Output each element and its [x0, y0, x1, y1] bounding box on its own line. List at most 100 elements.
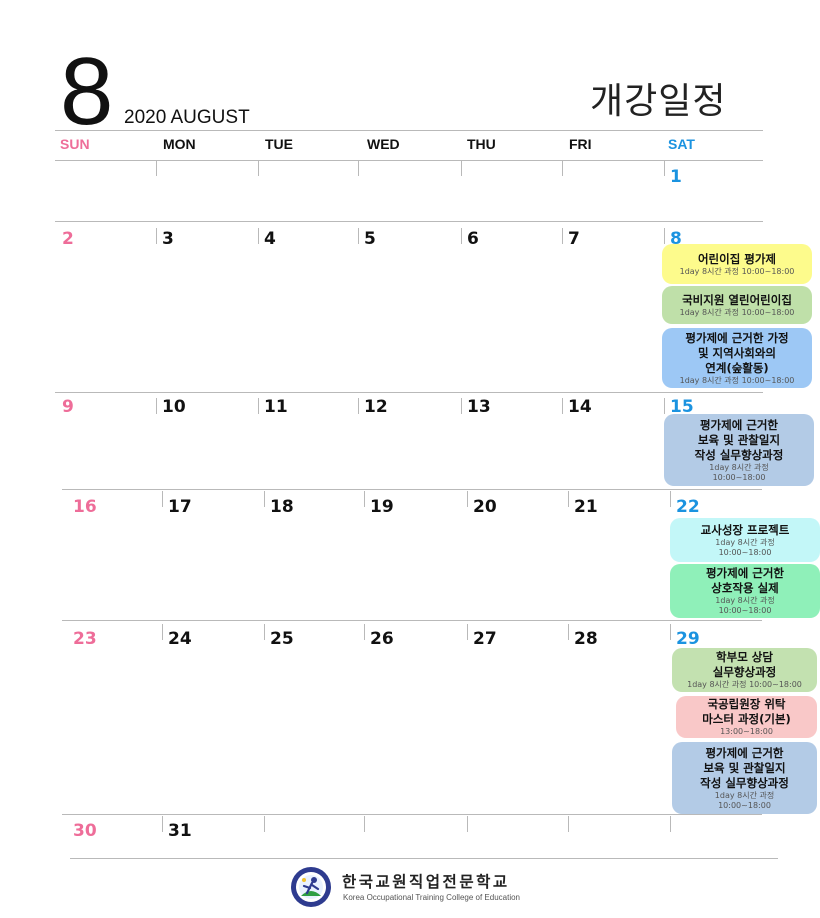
- day-divider: [364, 624, 365, 640]
- date-8: 8: [670, 229, 682, 249]
- event-title: 국비지원 열린어린이집: [682, 292, 792, 307]
- day-divider: [364, 816, 365, 832]
- day-divider: [568, 624, 569, 640]
- day-divider: [670, 624, 671, 640]
- school-emblem-icon: [291, 867, 331, 907]
- date-11: 11: [264, 397, 288, 417]
- weekday-thu: THU: [467, 136, 496, 152]
- day-divider: [461, 398, 462, 414]
- footer-logo: 한국교원직업전문학교 Korea Occupational Training C…: [290, 866, 560, 910]
- event-card[interactable]: 국공립원장 위탁 마스터 과정(기본)13:00~18:00: [676, 696, 817, 738]
- day-divider: [358, 228, 359, 244]
- school-name-english: Korea Occupational Training College of E…: [343, 893, 520, 902]
- day-divider: [461, 160, 462, 176]
- month-subtitle: 2020 AUGUST: [124, 107, 250, 128]
- day-divider: [264, 816, 265, 832]
- event-title: 평가제에 근거한 상호작용 실제: [705, 566, 785, 595]
- week-rule: [55, 221, 763, 222]
- weekday-sat: SAT: [668, 136, 695, 152]
- date-5: 5: [364, 229, 376, 249]
- date-28: 28: [574, 629, 598, 649]
- date-13: 13: [467, 397, 491, 417]
- day-divider: [664, 398, 665, 414]
- day-divider: [364, 491, 365, 507]
- date-30: 30: [73, 821, 97, 841]
- event-schedule: 1day 8시간 과정 10:00~18:00: [709, 462, 769, 482]
- event-title: 평가제에 근거한 보육 및 관찰일지 작성 실무향상과정: [694, 417, 784, 462]
- day-divider: [670, 491, 671, 507]
- week-rule: [62, 814, 762, 815]
- date-12: 12: [364, 397, 388, 417]
- date-23: 23: [73, 629, 97, 649]
- event-card[interactable]: 평가제에 근거한 가정 및 지역사회와의 연계(숲활동)1day 8시간 과정 …: [662, 328, 812, 388]
- week-rule: [62, 620, 762, 621]
- date-19: 19: [370, 497, 394, 517]
- day-divider: [156, 398, 157, 414]
- date-7: 7: [568, 229, 580, 249]
- page-title: 개강일정: [590, 81, 727, 122]
- day-divider: [258, 398, 259, 414]
- day-divider: [461, 228, 462, 244]
- date-27: 27: [473, 629, 497, 649]
- event-title: 국공립원장 위탁 마스터 과정(기본): [702, 697, 791, 726]
- date-16: 16: [73, 497, 97, 517]
- date-21: 21: [574, 497, 598, 517]
- event-title: 학부모 상담 실무향상과정: [712, 650, 777, 679]
- event-schedule: 1day 8시간 과정 10:00~18:00: [715, 596, 775, 615]
- date-18: 18: [270, 497, 294, 517]
- date-6: 6: [467, 229, 479, 249]
- week-rule: [55, 392, 763, 393]
- header-rule: [55, 130, 763, 131]
- weekday-sun: SUN: [60, 136, 90, 152]
- day-divider: [162, 491, 163, 507]
- day-divider: [562, 398, 563, 414]
- day-divider: [162, 816, 163, 832]
- event-schedule: 1day 8시간 과정 10:00~18:00: [687, 680, 802, 689]
- day-divider: [162, 624, 163, 640]
- date-3: 3: [162, 229, 174, 249]
- month-number: 8: [60, 38, 114, 145]
- event-schedule: 1day 8시간 과정 10:00~18:00: [679, 375, 795, 385]
- footer-rule: [70, 858, 778, 859]
- event-title: 평가제에 근거한 보육 및 관찰일지 작성 실무향상과정: [700, 745, 789, 790]
- day-divider: [670, 816, 671, 832]
- day-divider: [664, 160, 665, 176]
- day-divider: [562, 228, 563, 244]
- day-divider: [568, 491, 569, 507]
- event-title: 평가제에 근거한 가정 및 지역사회와의 연계(숲활동): [685, 330, 789, 375]
- day-divider: [358, 398, 359, 414]
- day-divider: [562, 160, 563, 176]
- school-name-korean: 한국교원직업전문학교: [342, 873, 510, 891]
- date-26: 26: [370, 629, 394, 649]
- date-31: 31: [168, 821, 192, 841]
- event-title: 어린이집 평가제: [697, 251, 777, 266]
- day-divider: [156, 160, 157, 176]
- date-9: 9: [62, 397, 74, 417]
- day-divider: [467, 624, 468, 640]
- day-divider: [568, 816, 569, 832]
- day-divider: [358, 160, 359, 176]
- date-25: 25: [270, 629, 294, 649]
- event-schedule: 1day 8시간 과정 10:00~18:00: [679, 266, 795, 276]
- weekday-fri: FRI: [569, 136, 592, 152]
- day-divider: [664, 228, 665, 244]
- date-15: 15: [670, 397, 694, 417]
- day-divider: [467, 816, 468, 832]
- week-rule: [62, 489, 762, 490]
- event-schedule: 1day 8시간 과정 10:00~18:00: [714, 790, 775, 810]
- day-divider: [258, 228, 259, 244]
- day-divider: [258, 160, 259, 176]
- day-divider: [264, 624, 265, 640]
- date-17: 17: [168, 497, 192, 517]
- date-29: 29: [676, 629, 700, 649]
- weekday-wed: WED: [367, 136, 400, 152]
- date-14: 14: [568, 397, 592, 417]
- date-2: 2: [62, 229, 74, 249]
